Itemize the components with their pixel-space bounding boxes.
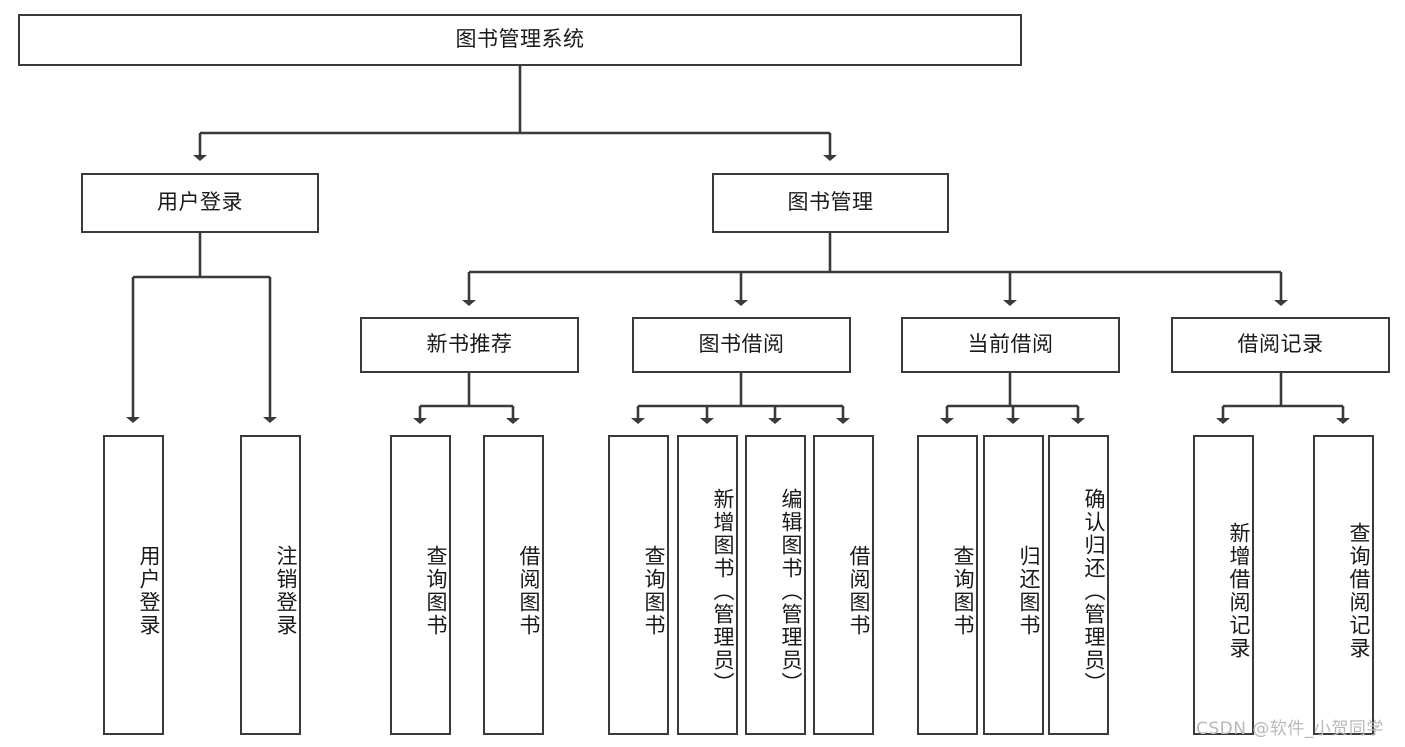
node-leaf-confirm-return-label: 确认归还（管理员） (1082, 487, 1106, 695)
node-leaf-borrow-book-1-label: 借阅图书 (517, 545, 541, 637)
node-leaf-borrow-book-1[interactable]: 借阅图书 (483, 435, 544, 735)
node-borrow-record-label: 借阅记录 (1237, 332, 1324, 357)
node-leaf-query-book-2[interactable]: 查询图书 (608, 435, 669, 735)
node-leaf-add-book-label: 新增图书（管理员） (711, 487, 735, 695)
node-leaf-add-book[interactable]: 新增图书（管理员） (677, 435, 738, 735)
node-new-book-rec-label: 新书推荐 (426, 332, 513, 357)
node-leaf-edit-book[interactable]: 编辑图书（管理员） (745, 435, 806, 735)
node-leaf-query-book-3-label: 查询图书 (951, 545, 975, 637)
node-user-login[interactable]: 用户登录 (81, 173, 319, 233)
node-current-borrow-label: 当前借阅 (967, 332, 1054, 357)
node-leaf-query-book-1[interactable]: 查询图书 (390, 435, 451, 735)
node-book-manage-label: 图书管理 (787, 190, 874, 215)
node-leaf-confirm-return[interactable]: 确认归还（管理员） (1048, 435, 1109, 735)
node-leaf-borrow-book-2-label: 借阅图书 (847, 545, 871, 637)
node-book-manage[interactable]: 图书管理 (712, 173, 949, 233)
node-leaf-add-record[interactable]: 新增借阅记录 (1193, 435, 1254, 735)
node-leaf-user-login[interactable]: 用户登录 (103, 435, 164, 735)
node-leaf-query-record[interactable]: 查询借阅记录 (1313, 435, 1374, 735)
node-leaf-borrow-book-2[interactable]: 借阅图书 (813, 435, 874, 735)
node-current-borrow[interactable]: 当前借阅 (901, 317, 1120, 373)
node-book-borrow-label: 图书借阅 (698, 332, 785, 357)
node-new-book-rec[interactable]: 新书推荐 (360, 317, 579, 373)
node-borrow-record[interactable]: 借阅记录 (1171, 317, 1390, 373)
node-root[interactable]: 图书管理系统 (18, 14, 1022, 66)
node-book-borrow[interactable]: 图书借阅 (632, 317, 851, 373)
csdn-watermark: CSDN @软件_小贺同学 (1196, 719, 1384, 739)
node-leaf-query-record-label: 查询借阅记录 (1347, 522, 1371, 660)
node-leaf-logout-label: 注销登录 (274, 545, 298, 637)
node-leaf-query-book-2-label: 查询图书 (642, 545, 666, 637)
node-leaf-logout[interactable]: 注销登录 (240, 435, 301, 735)
node-leaf-query-book-3[interactable]: 查询图书 (917, 435, 978, 735)
node-leaf-query-book-1-label: 查询图书 (424, 545, 448, 637)
node-leaf-edit-book-label: 编辑图书（管理员） (779, 487, 803, 695)
node-leaf-add-record-label: 新增借阅记录 (1227, 522, 1251, 660)
node-leaf-return-book[interactable]: 归还图书 (983, 435, 1044, 735)
node-leaf-user-login-label: 用户登录 (137, 545, 161, 637)
node-leaf-return-book-label: 归还图书 (1017, 545, 1041, 637)
node-user-login-label: 用户登录 (157, 190, 243, 215)
node-root-label: 图书管理系统 (455, 27, 585, 52)
